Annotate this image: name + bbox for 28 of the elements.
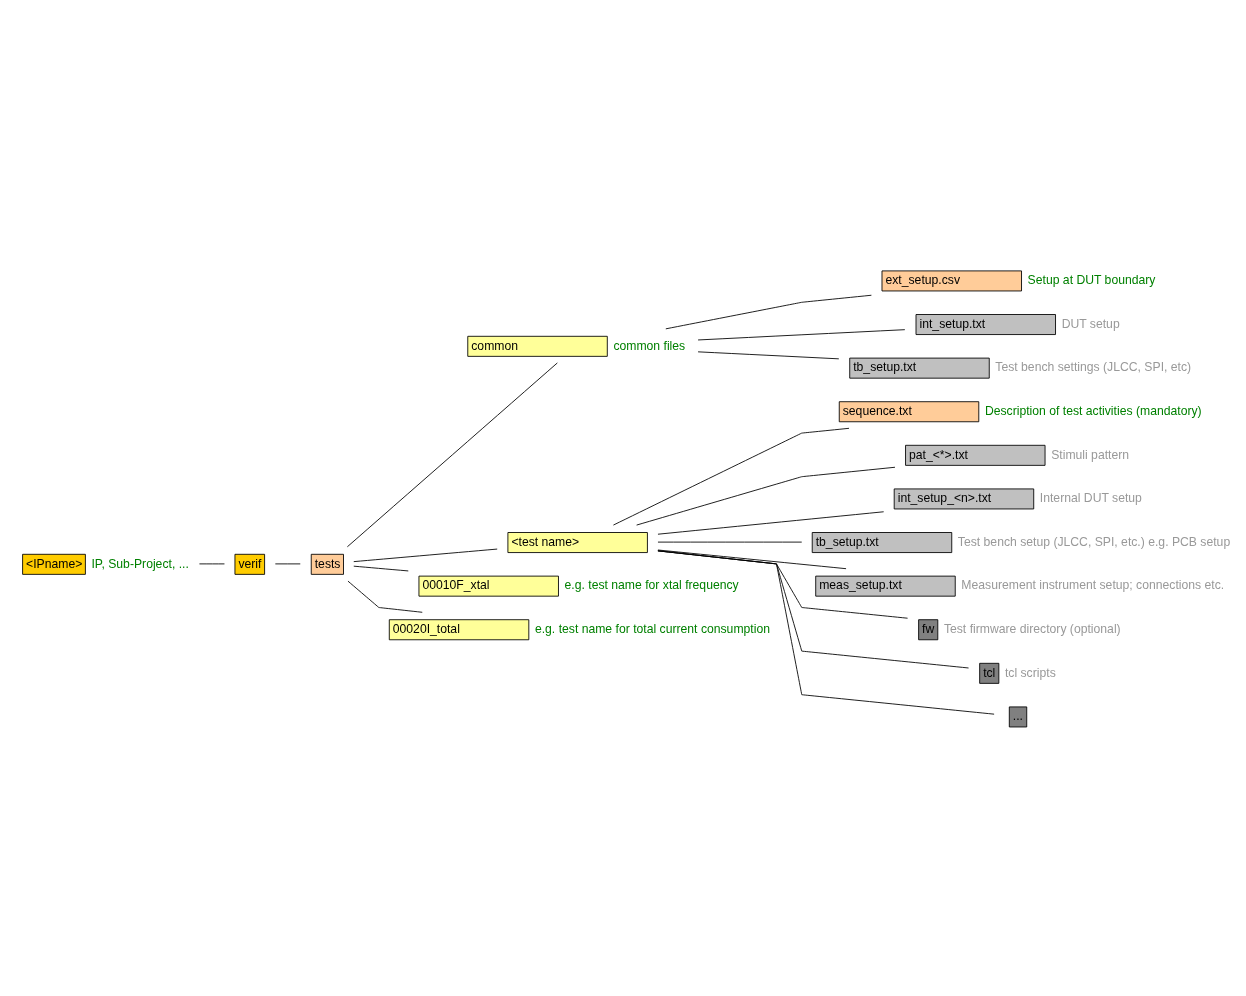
node-label: e.g. test name for total current consumption: [534, 621, 770, 636]
node-label: tcl scripts: [1004, 665, 1056, 680]
node-label: Internal DUT setup: [1039, 490, 1142, 505]
node-label: Test bench setup (JLCC, SPI, etc.) e.g. PCB setup: [957, 534, 1231, 549]
connector: [612, 427, 850, 525]
connector: [657, 549, 995, 715]
node-label: Description of test activities (mandatory): [984, 403, 1202, 418]
connector: [353, 565, 409, 571]
connector: [657, 549, 908, 619]
connector: [346, 362, 558, 547]
node-label: Test bench settings (JLCC, SPI, etc): [995, 359, 1192, 374]
connector: [353, 548, 498, 562]
node-label: e.g. test name for xtal frequency: [564, 577, 739, 592]
node-label: Setup at DUT boundary: [1027, 272, 1156, 287]
node-label: Test firmware directory (optional): [943, 621, 1121, 636]
node-label: Measurement instrument setup; connections etc.: [961, 577, 1225, 592]
connector: [347, 580, 423, 613]
connector: [665, 294, 872, 329]
connector: [697, 350, 840, 359]
connector: [657, 510, 885, 535]
connector: [657, 549, 847, 569]
connector: [636, 466, 896, 526]
node-label: common files: [613, 338, 686, 353]
node-label: IP, Sub-Project, ...: [91, 556, 189, 571]
node-label: Stimuli pattern: [1051, 447, 1130, 462]
connector: [657, 549, 969, 668]
node-label: DUT setup: [1061, 316, 1120, 331]
connector: [697, 328, 906, 340]
